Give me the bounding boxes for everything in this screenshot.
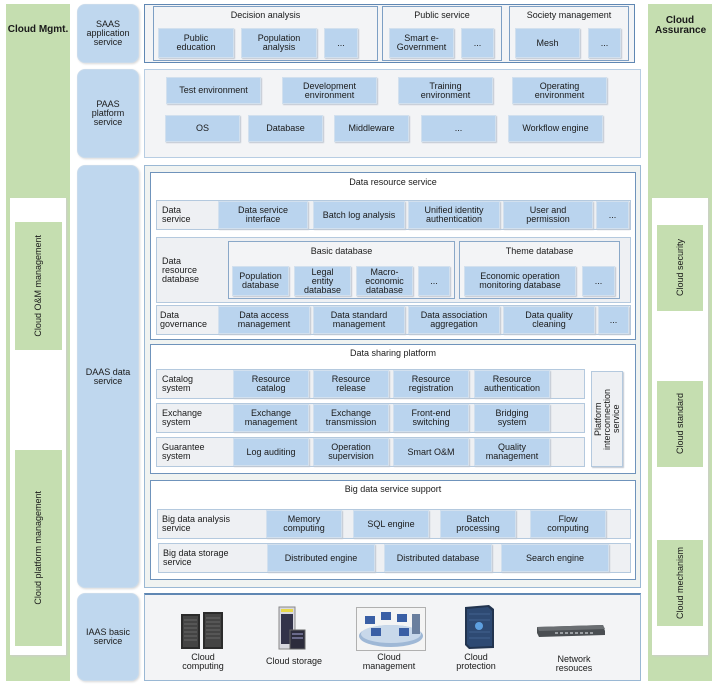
sharing-item: Bridging system [474,404,550,432]
daas-lane-label: DAAS data service [77,165,139,588]
cloud-mgmt-title: Cloud Mgmt. [7,24,69,35]
paas-item: Database [248,115,323,142]
paas-item: Test environment [166,77,261,104]
data-item: Unified identity authentication [408,201,500,229]
big-data-service-support-title: Big data service support [344,484,442,494]
data-resource-service-title: Data resource service [349,177,437,187]
cloud-mechanism: Cloud mechanism [657,540,703,626]
sharing-item: Resource release [313,370,389,398]
paas-item: ... [421,115,496,142]
protection-server-icon [461,604,497,650]
saas-item: ... [588,28,621,58]
row-label: Big data storage service [163,548,229,567]
cloud-security: Cloud security [657,225,703,311]
sharing-item: Exchange transmission [313,404,389,432]
row-label: Data governance [160,310,208,329]
iaas-item-label: Cloud protection [456,652,496,671]
big-data-item: Memory computing [266,510,342,538]
paas-item: Development environment [282,77,377,104]
sharing-item: Resource registration [393,370,469,398]
network-computers-icon [356,607,426,651]
db-item: Legal entity database [294,266,351,296]
cloud-platform-management: Cloud platform management [15,450,62,646]
paas-lane-label: PAAS platform service [77,69,139,158]
data-item: Data quality cleaning [503,306,595,334]
db-item: ... [418,266,450,296]
basic-database-title: Basic database [310,246,373,256]
saas-item: Population analysis [241,28,317,58]
iaas-item-label: Cloud computing [182,652,224,671]
data-sharing-platform-title: Data sharing platform [349,348,437,358]
data-item: Data access management [218,306,310,334]
sharing-item: Resource authentication [474,370,550,398]
db-item: Population database [232,266,289,296]
row-label: Catalog system [162,374,194,393]
sharing-item: Exchange management [233,404,309,432]
paas-item: Operating environment [512,77,607,104]
cloud-standard: Cloud standard [657,381,703,467]
paas-item: Training environment [398,77,493,104]
db-item: Economic operation monitoring database [464,266,576,296]
data-item: Batch log analysis [313,201,405,229]
row-label: Exchange system [162,408,203,427]
row-label: Guarantee system [162,442,205,461]
db-item: Macro-economic database [356,266,413,296]
saas-group-title: Society management [526,10,612,20]
cloud-om-management: Cloud O&M management [15,222,62,350]
sharing-item: Quality management [474,438,550,466]
saas-item: Smart e-Government [389,28,454,58]
data-item: Data association aggregation [408,306,500,334]
data-item: Data standard management [313,306,405,334]
db-item: ... [582,266,615,296]
saas-item: Public education [158,28,234,58]
big-data-item: Search engine [501,544,609,572]
data-item: Data service interface [218,201,308,229]
big-data-item: SQL engine [353,510,429,538]
sharing-item: Operation supervision [313,438,389,466]
big-data-item: Distributed engine [267,544,375,572]
sharing-item: Log auditing [233,438,309,466]
data-item: ... [596,201,629,229]
server-rack-icon [180,610,224,650]
saas-group-title: Decision analysis [230,10,301,20]
iaas-lane-label: IAAS basic service [77,593,139,681]
row-label: Big data analysis service [162,514,231,533]
saas-group-title: Public service [414,10,470,20]
saas-item: ... [324,28,358,58]
storage-tower-icon [276,606,306,650]
sharing-item: Resource catalog [233,370,309,398]
big-data-item: Flow computing [530,510,606,538]
iaas-item-label: Cloud management [362,652,416,671]
row-label: Data resource database [162,255,200,284]
sharing-item: Smart O&M [393,438,469,466]
iaas-item-label: Cloud storage [265,656,323,666]
cloud-assurance-title: Cloud Assurance [655,15,707,36]
saas-item: Mesh [515,28,580,58]
row-label: Data service [162,205,191,224]
sharing-item: Front-end switching [393,404,469,432]
big-data-item: Batch processing [440,510,516,538]
platform-interconnection-service: Platform interconnection service [591,371,623,467]
network-switch-icon [535,623,607,639]
paas-item: Middleware [334,115,409,142]
paas-item: OS [165,115,240,142]
theme-database-title: Theme database [505,246,574,256]
data-item: User and permission [503,201,593,229]
paas-item: Workflow engine [508,115,603,142]
big-data-item: Distributed database [384,544,492,572]
saas-lane-label: SAAS application service [77,4,139,63]
saas-item: ... [461,28,494,58]
iaas-item-label: Network resouces [555,654,593,673]
data-item: ... [598,306,629,334]
